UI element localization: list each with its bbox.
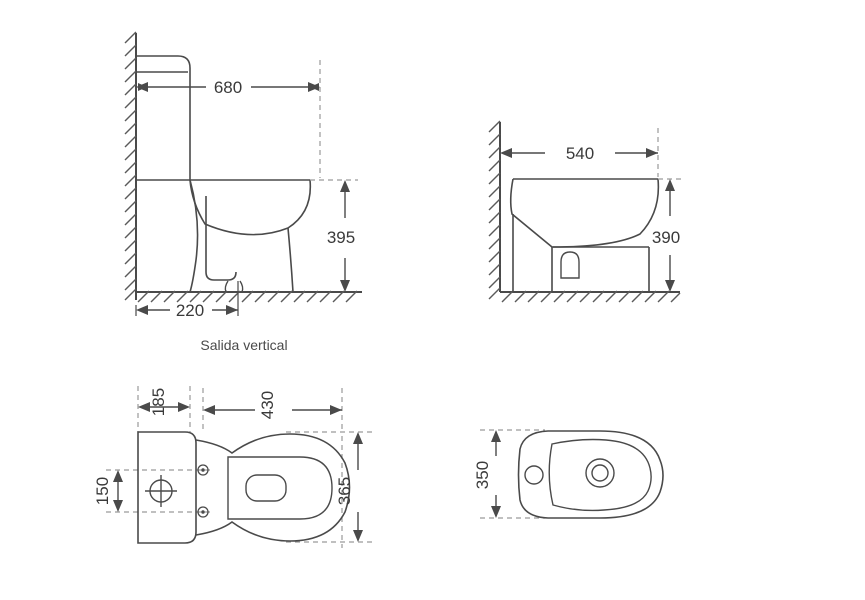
arrowhead-390-up <box>665 179 675 191</box>
floor-hatching <box>137 290 358 303</box>
bidet-bowl-curve <box>552 178 660 248</box>
dim-label-430: 430 <box>258 391 277 419</box>
bidet-floor-hatching <box>501 290 681 303</box>
bowl-plan-outline <box>195 433 351 542</box>
dimension-680: 680 <box>138 78 319 97</box>
outlet-mark-right <box>239 280 244 293</box>
arrowhead-350-down <box>491 506 501 518</box>
dim-label-395: 395 <box>327 228 355 247</box>
cistern-plan-outline <box>137 431 197 544</box>
drain-outer-ring <box>585 458 615 488</box>
arrowhead-185-left <box>138 402 150 412</box>
arrowhead-395-up <box>340 180 350 192</box>
arrowhead-390-down <box>665 280 675 292</box>
center-crosshair <box>145 475 177 507</box>
arrowhead-365-down <box>353 530 363 542</box>
bidet-pedestal <box>551 246 650 292</box>
dimension-350: 350 <box>473 430 501 518</box>
pedestal-right-contour <box>287 227 294 293</box>
dim-label-185: 185 <box>149 388 168 416</box>
wall-hatching <box>124 31 137 301</box>
arrowhead-350-up <box>491 430 501 442</box>
dimension-220: 220 <box>135 281 239 320</box>
arrowhead-150-up <box>113 470 123 482</box>
arrowhead-680-left <box>136 82 148 92</box>
dim-label-680: 680 <box>214 78 242 97</box>
dim-label-540: 540 <box>566 144 594 163</box>
view-toilet-side: 680 395 220 <box>124 31 362 353</box>
dim-label-150: 150 <box>93 477 112 505</box>
bowl-outline <box>189 179 312 236</box>
arrowhead-430-right <box>330 405 342 415</box>
pedestal-left-contour <box>189 179 199 293</box>
seat-ring-spacer <box>222 451 340 525</box>
dimension-150: 150 <box>93 470 123 512</box>
arrowhead-540-right <box>646 148 658 158</box>
view-bidet-side: 540 390 <box>488 120 682 303</box>
tap-hole <box>524 465 544 485</box>
arrowhead-395-down <box>340 280 350 292</box>
arrowhead-540-left <box>500 148 512 158</box>
dimension-540: 540 <box>500 144 658 163</box>
dim-label-350: 350 <box>473 461 492 489</box>
arrowhead-150-down <box>113 500 123 512</box>
cistern-outline <box>136 55 191 180</box>
dimension-185: 185 <box>138 388 190 416</box>
arrowhead-220-left <box>136 305 148 315</box>
dim-label-390: 390 <box>652 228 680 247</box>
bolt-hole-lower <box>197 506 209 518</box>
bidet-plan-outline <box>517 430 664 519</box>
dimension-430: 430 <box>203 391 342 419</box>
arrowhead-220-right <box>226 305 238 315</box>
outlet-mark-left <box>224 280 229 293</box>
dimension-390: 390 <box>652 179 680 292</box>
bolt-hole-upper <box>197 464 209 476</box>
view-toilet-top: 185 430 150 <box>93 386 372 548</box>
arrowhead-185-right <box>178 402 190 412</box>
dim-label-365: 365 <box>335 477 354 505</box>
bowl-opening <box>245 474 287 502</box>
caption-salida-vertical: Salida vertical <box>200 337 287 353</box>
pedestal-skirt <box>205 196 237 281</box>
dim-label-220: 220 <box>176 301 204 320</box>
arrowhead-365-up <box>353 432 363 444</box>
arrowhead-430-left <box>203 405 215 415</box>
bidet-inner-bowl <box>548 438 652 512</box>
dimension-365: 365 <box>335 432 363 542</box>
bidet-outlet-detail <box>560 251 580 279</box>
view-bidet-top: 350 <box>473 429 664 519</box>
drain-inner-ring <box>591 464 609 482</box>
bidet-left-contour <box>509 178 553 248</box>
dimension-395: 395 <box>327 180 355 292</box>
arrowhead-680-right <box>308 82 320 92</box>
bidet-wall-hatching <box>488 120 501 300</box>
seat-ring-outer <box>227 456 333 520</box>
